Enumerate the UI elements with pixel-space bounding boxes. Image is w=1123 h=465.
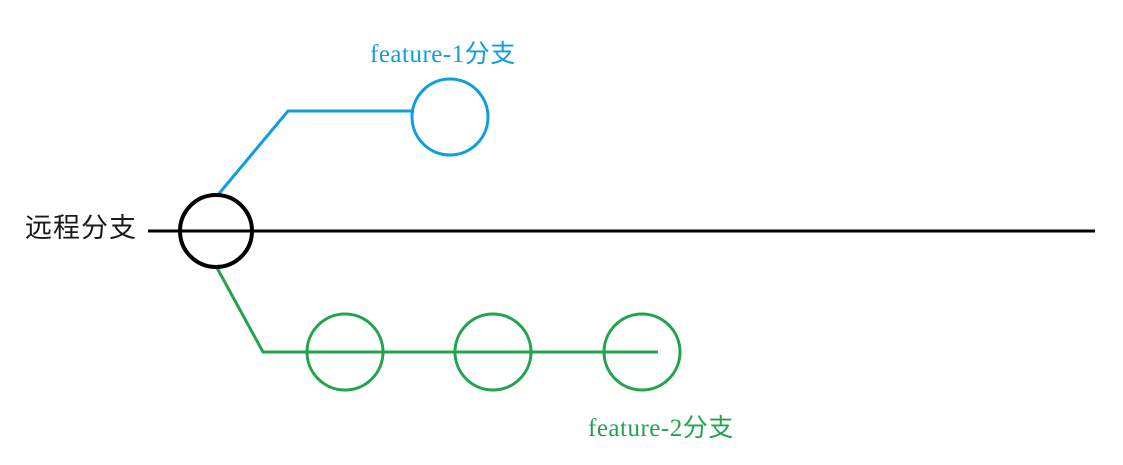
feature-1-branch-label: feature-1分支 — [370, 41, 516, 68]
feature-2-commit-node-2 — [453, 312, 533, 392]
feature-2-commit-node-3 — [602, 312, 682, 392]
feature-1-commit-node — [410, 77, 490, 157]
feature-2-branch-line — [214, 265, 658, 354]
feature-2-commit-node-1 — [305, 312, 385, 392]
feature-2-branch-label: feature-2分支 — [588, 415, 734, 442]
remote-branch-label: 远程分支 — [25, 213, 137, 243]
feature-1-branch-line — [215, 109, 414, 197]
remote-branch-commit-node — [178, 193, 254, 269]
